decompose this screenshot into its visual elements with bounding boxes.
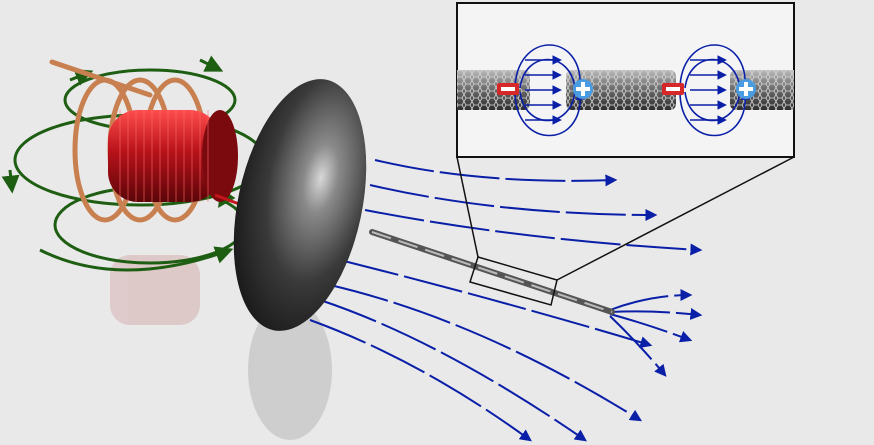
dipole-field-lines bbox=[514, 44, 751, 137]
nanotube-wire bbox=[369, 229, 615, 315]
zoom-region bbox=[456, 156, 795, 306]
positive-charge-1 bbox=[573, 79, 593, 99]
negative-charge-1 bbox=[497, 83, 519, 95]
electric-field-lines bbox=[309, 159, 703, 442]
metal-disc bbox=[233, 79, 367, 331]
floor-reflection bbox=[110, 255, 332, 440]
inset-panel bbox=[456, 2, 795, 158]
positive-charge-2 bbox=[736, 79, 756, 99]
red-solenoid bbox=[108, 110, 256, 212]
negative-charge-2 bbox=[662, 83, 684, 95]
